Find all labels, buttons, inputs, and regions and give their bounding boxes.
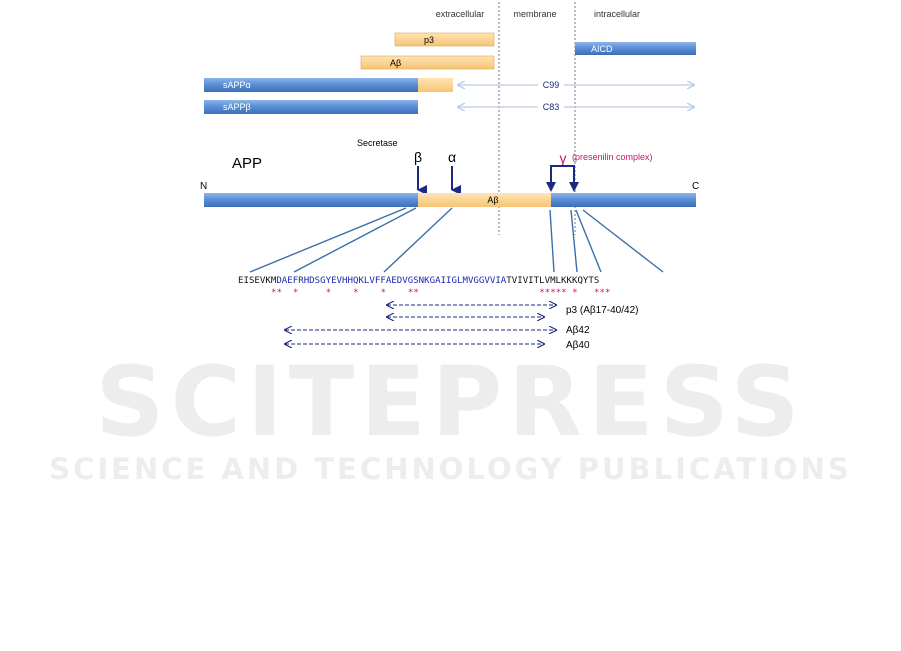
sapp-beta-bar	[204, 100, 418, 114]
mutation-stars: ** * * * * ** ***** * ***	[271, 288, 610, 298]
c83-label: C83	[543, 102, 560, 112]
app-c-terminal-segment	[551, 193, 696, 207]
aicd-fragment-label: AICD	[591, 44, 613, 54]
sapp-beta-label: sAPPβ	[223, 102, 251, 112]
sequence-connector-lines	[249, 207, 664, 273]
c83-label-bg	[538, 102, 564, 112]
gamma-secretase-symbol: γ	[560, 150, 567, 166]
region-intracellular-label: intracellular	[594, 9, 640, 19]
sapp-alpha-abeta-segment	[418, 78, 453, 92]
app-abeta-segment	[418, 193, 551, 207]
alpha-secretase-symbol: α	[448, 149, 456, 165]
p3-fragment-bar	[394, 32, 495, 47]
p3-fragment-label: p3	[424, 35, 434, 45]
sapp-alpha-label: sAPPα	[223, 80, 251, 90]
abeta42-label: Aβ42	[566, 325, 590, 336]
region-membrane-label: membrane	[513, 9, 556, 19]
app-sequence: EISEVKMDAEFRHDSGYEVHHQKLVFFAEDVGSNKGAIIG…	[238, 276, 599, 286]
app-n-terminal-segment	[204, 193, 418, 207]
c99-label: C99	[543, 80, 560, 90]
gamma-cleavage-arrowhead-right	[569, 182, 579, 192]
gamma-cleavage-arrowhead-left	[546, 182, 556, 192]
sapp-alpha-bar	[204, 78, 418, 92]
c99-label-bg	[538, 80, 564, 90]
abeta-fragment-label: Aβ	[390, 58, 401, 68]
c-terminus-label: C	[692, 181, 699, 192]
app-abeta-segment-label: Aβ	[487, 195, 498, 205]
beta-secretase-symbol: β	[414, 149, 422, 165]
n-terminus-label: N	[200, 181, 207, 192]
presenilin-complex-label: (presenilin complex)	[572, 152, 653, 162]
app-label: APP	[232, 155, 262, 172]
region-extracellular-label: extracellular	[436, 9, 485, 19]
secretase-label: Secretase	[357, 138, 398, 148]
aicd-fragment-bar	[575, 42, 696, 55]
p3-peptide-label: p3 (Aβ17-40/42)	[566, 305, 638, 316]
gamma-cleavage-bracket	[550, 165, 575, 190]
abeta-fragment-bar	[360, 55, 495, 70]
abeta40-label: Aβ40	[566, 340, 590, 351]
